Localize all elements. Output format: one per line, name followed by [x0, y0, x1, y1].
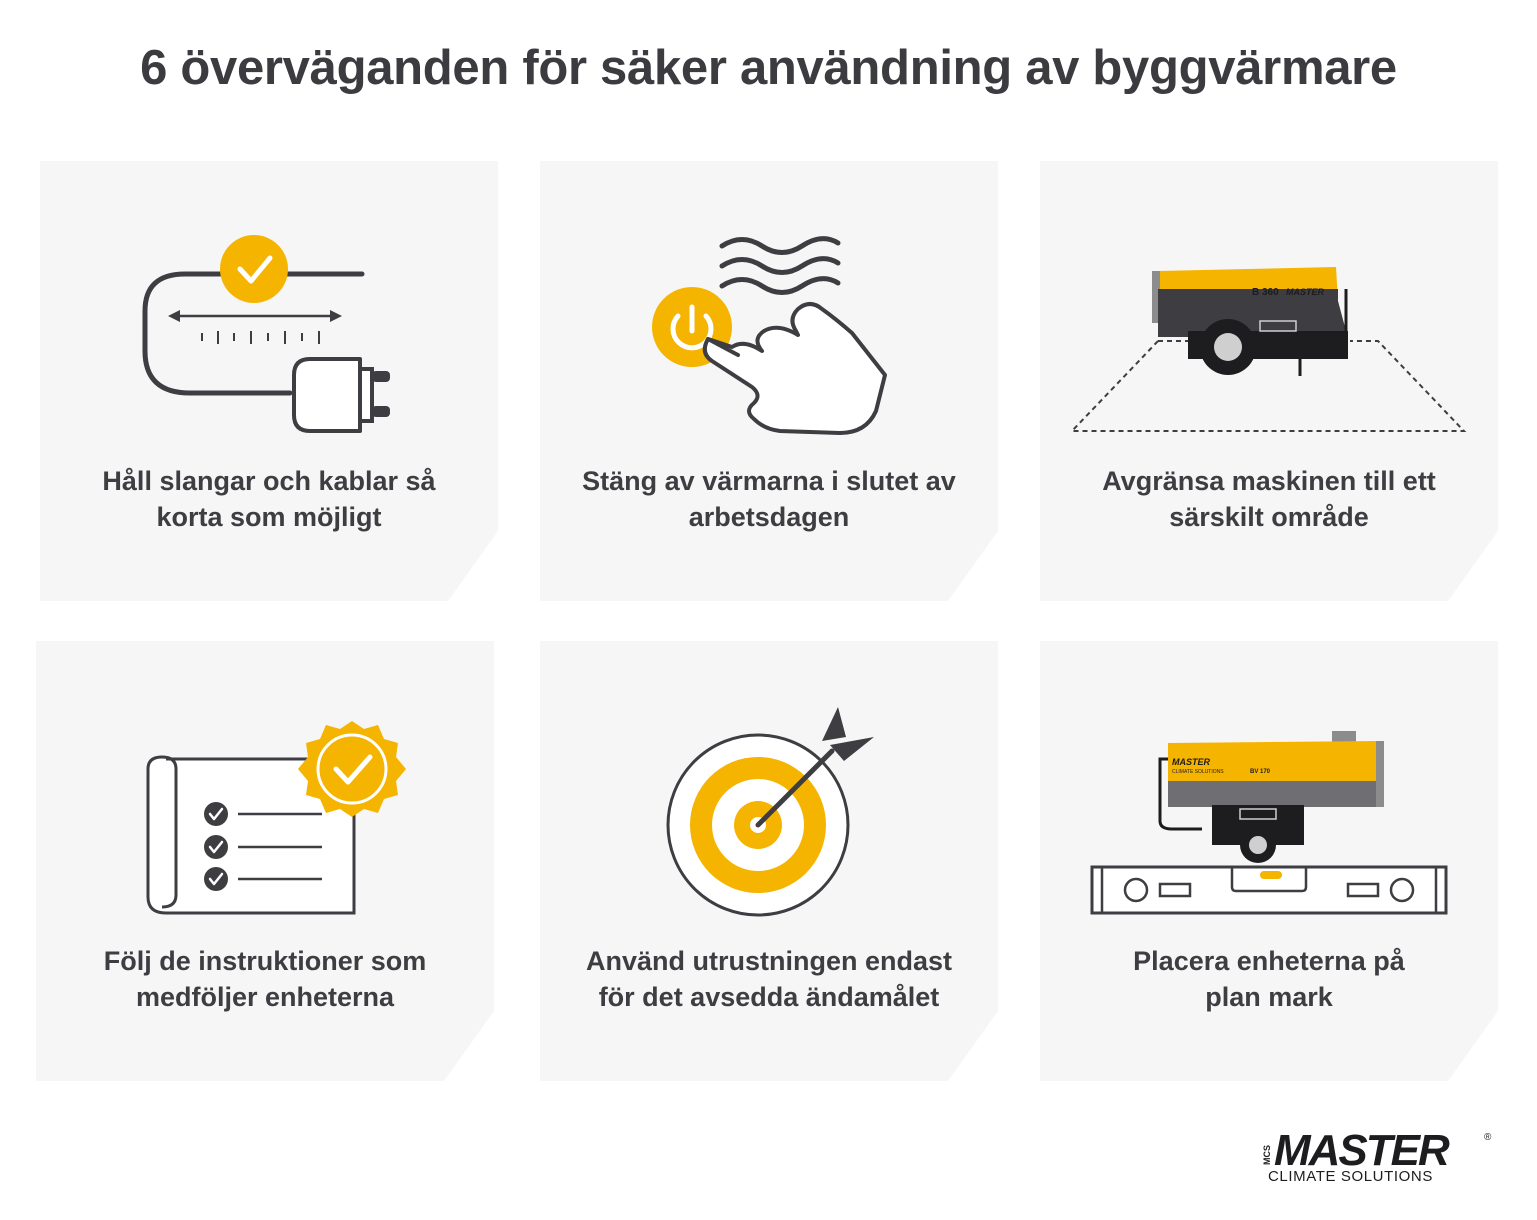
- heater-model-text: BV 170: [1250, 769, 1271, 775]
- card-label: Stäng av värmarna i slutet av arbetsdage…: [582, 466, 956, 532]
- page-title: 6 överväganden för säker användning av b…: [140, 41, 1397, 95]
- heater-sub-text: CLIMATE SOLUTIONS: [1172, 769, 1224, 775]
- target-arrow-icon: [666, 707, 874, 917]
- heater-model-text: B 360: [1252, 287, 1279, 298]
- card-intended-use: Använd utrustningen endast för det avsed…: [540, 641, 998, 1081]
- card-label: Placera enheterna på plan mark: [1133, 946, 1405, 1012]
- card-follow-instructions: Följ de instruktioner som medföljer enhe…: [36, 641, 494, 1081]
- cable-plug-icon: [142, 235, 390, 433]
- card-label: Avgränsa maskinen till ett särskilt områ…: [1102, 466, 1436, 532]
- heater-brand-text: MASTER: [1286, 287, 1325, 297]
- brand-name: MASTER: [1274, 1126, 1450, 1175]
- power-button-hand-icon: [652, 236, 887, 435]
- heater-level-icon: MASTER CLIMATE SOLUTIONS BV 170: [1090, 731, 1448, 915]
- card-label: Håll slangar och kablar så korta som möj…: [102, 466, 436, 532]
- checklist-badge-icon: [146, 721, 406, 915]
- card-label: Använd utrustningen endast för det avsed…: [585, 946, 953, 1012]
- heater-area-icon: B 360 MASTER: [1069, 267, 1467, 432]
- brand-registered: ®: [1484, 1132, 1492, 1143]
- heater-brand-text: MASTER: [1172, 757, 1211, 767]
- card-short-cables: Håll slangar och kablar så korta som möj…: [40, 161, 498, 601]
- card-label: Följ de instruktioner som medföljer enhe…: [103, 946, 427, 1012]
- brand-logo: MCS MASTER ® CLIMATE SOLUTIONS: [1262, 1126, 1494, 1188]
- brand-tagline: CLIMATE SOLUTIONS: [1268, 1168, 1433, 1185]
- card-restricted-area: B 360 MASTER Avgränsa maskinen till ett …: [1040, 161, 1498, 601]
- card-level-ground: MASTER CLIMATE SOLUTIONS BV 170 Placera …: [1040, 641, 1498, 1081]
- card-power-off: Stäng av värmarna i slutet av arbetsdage…: [540, 161, 998, 601]
